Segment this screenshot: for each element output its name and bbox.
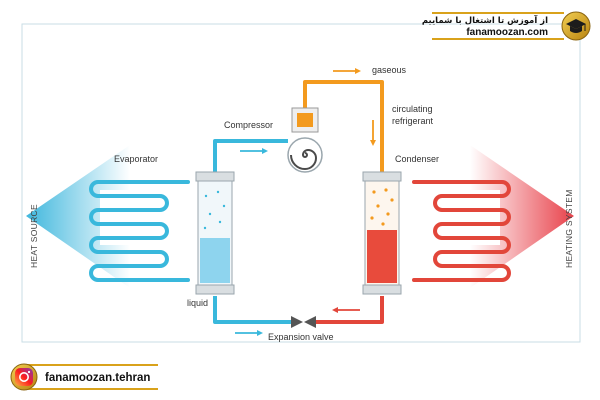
refrigerant-label: refrigerant (392, 116, 434, 126)
liquid-label: liquid (187, 298, 208, 308)
gaseous-label: gaseous (372, 65, 407, 75)
heating-system-label: HEATING SYSTEM (564, 189, 574, 268)
condenser-label: Condenser (395, 154, 439, 164)
flow-arrows (235, 68, 376, 336)
instagram-handle: fanamoozan.tehran (45, 372, 150, 384)
expansion-valve-label: Expansion valve (268, 332, 334, 342)
condenser-tank (362, 171, 402, 295)
instagram-icon (10, 363, 38, 391)
compressor (287, 107, 323, 173)
evaporator-label: Evaporator (114, 154, 158, 164)
compressor-label: Compressor (224, 120, 273, 130)
condenser-coil (412, 180, 511, 282)
expansion-valve (291, 316, 316, 328)
brand-website: fanamoozan.com (466, 27, 548, 38)
evaporator-coil (89, 180, 190, 282)
suction-pipe (213, 139, 288, 172)
instagram-badge: fanamoozan.tehran (10, 363, 158, 391)
liquid-pipe-cold (213, 296, 291, 324)
frame (21, 23, 581, 343)
evaporator-tank (195, 171, 235, 295)
graduation-cap-icon (561, 11, 591, 41)
brand-header: از آموزش تا اشتغال با شماییم fanamoozan.… (422, 11, 591, 41)
gas-pipe (303, 80, 384, 172)
brand-slogan: از آموزش تا اشتغال با شماییم (422, 14, 548, 26)
heat-source-label: HEAT SOURCE (29, 204, 39, 268)
liquid-pipe-hot (316, 296, 384, 324)
circulating-label: circulating (392, 104, 433, 114)
